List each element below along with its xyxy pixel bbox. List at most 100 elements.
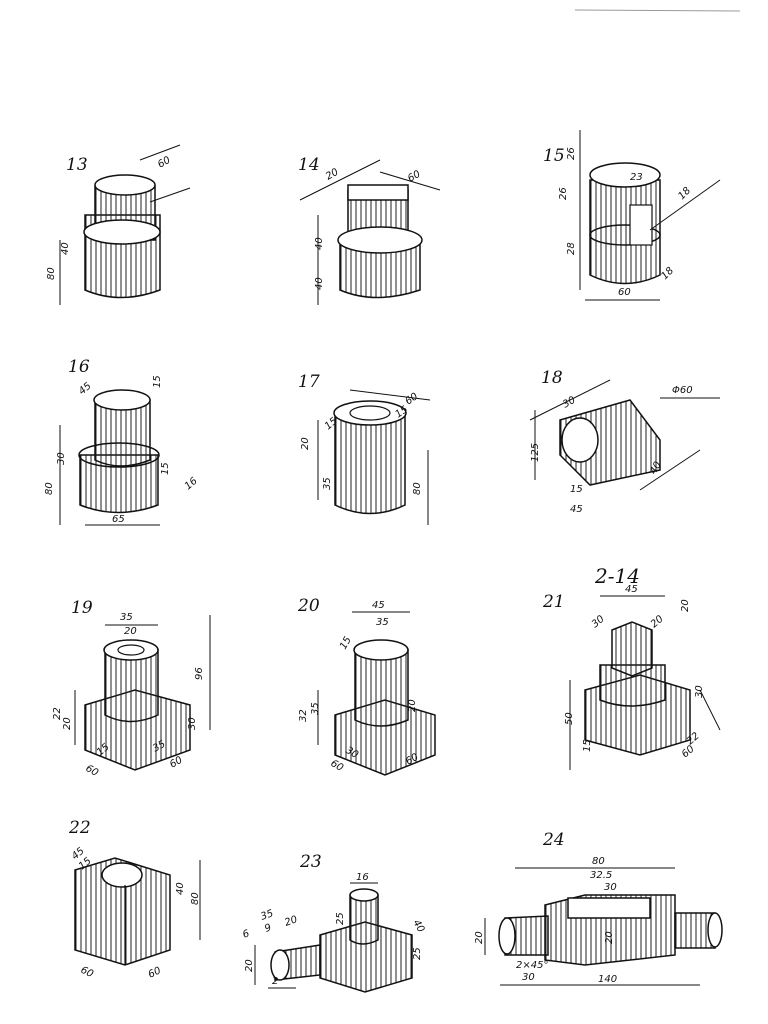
svg-text:25: 25: [412, 947, 423, 960]
svg-text:20: 20: [649, 614, 666, 631]
svg-text:16: 16: [183, 476, 200, 493]
svg-text:40: 40: [410, 918, 426, 935]
part-number-14: 14: [298, 155, 320, 175]
part-24-drawing: [484, 867, 723, 986]
svg-text:30: 30: [694, 685, 705, 698]
part-13-drawing: [59, 144, 191, 305]
svg-text:60: 60: [680, 744, 697, 761]
svg-text:2: 2: [272, 976, 278, 987]
handwritten-note: 2-14: [595, 564, 640, 588]
svg-text:60: 60: [156, 155, 173, 171]
svg-text:15: 15: [152, 375, 163, 388]
part-number-15: 15: [543, 146, 565, 166]
svg-text:30: 30: [56, 452, 67, 465]
part-15-drawing: [579, 130, 721, 301]
svg-text:125: 125: [530, 443, 541, 462]
svg-text:80: 80: [190, 892, 201, 905]
part-16-drawing: [59, 389, 160, 526]
part-22-dimensions: 45 15 40 80 60 60: [70, 846, 201, 981]
svg-text:25: 25: [335, 912, 346, 925]
svg-text:140: 140: [598, 974, 617, 985]
part-number-17: 17: [298, 372, 320, 392]
svg-text:26: 26: [558, 187, 569, 200]
part-number-24: 24: [543, 830, 565, 850]
part-number-16: 16: [68, 357, 90, 377]
svg-text:6: 6: [241, 928, 251, 941]
svg-text:26: 26: [566, 147, 577, 160]
svg-text:60: 60: [147, 965, 163, 980]
svg-text:15: 15: [160, 462, 171, 475]
svg-text:20: 20: [680, 599, 691, 612]
part-number-20: 20: [298, 596, 320, 616]
svg-text:23: 23: [630, 172, 643, 183]
svg-text:20: 20: [300, 437, 311, 450]
svg-text:20: 20: [124, 626, 137, 637]
part-22-drawing: [74, 857, 201, 966]
svg-text:60: 60: [79, 965, 95, 980]
part-14-drawing: [299, 159, 441, 305]
svg-text:32.5: 32.5: [590, 870, 612, 881]
part-number-23: 23: [300, 852, 322, 872]
svg-text:20: 20: [283, 914, 299, 929]
svg-text:2×45°: 2×45°: [516, 960, 548, 971]
svg-text:40: 40: [60, 242, 71, 255]
part-21-drawing: [569, 595, 721, 770]
svg-text:30: 30: [522, 972, 535, 983]
svg-text:35: 35: [322, 477, 333, 490]
svg-text:20: 20: [62, 717, 73, 730]
part-18-drawing: [529, 379, 720, 491]
part-23-dimensions: 16 35 6 9 20 25 40 20 25 2: [241, 872, 426, 987]
svg-text:60: 60: [329, 758, 346, 774]
svg-text:80: 80: [412, 482, 423, 495]
part-number-21: 21: [543, 592, 565, 612]
svg-text:60: 60: [618, 287, 631, 298]
svg-text:35: 35: [310, 702, 321, 715]
part-24-dimensions: 80 32.5 30 20 20 2×45° 30 140: [474, 856, 617, 985]
svg-text:45: 45: [77, 381, 94, 398]
svg-text:80: 80: [44, 482, 55, 495]
svg-text:40: 40: [314, 237, 325, 250]
svg-text:65: 65: [112, 514, 125, 525]
svg-text:15: 15: [338, 635, 354, 652]
svg-text:45: 45: [625, 584, 638, 595]
svg-text:40: 40: [314, 277, 325, 290]
svg-text:50: 50: [564, 712, 575, 725]
svg-text:20: 20: [244, 959, 255, 972]
svg-text:35: 35: [376, 617, 389, 628]
part-17-drawing: [317, 389, 431, 525]
svg-text:60: 60: [403, 391, 420, 407]
part-number-19: 19: [71, 598, 93, 618]
part-number-18: 18: [541, 368, 563, 388]
svg-text:80: 80: [592, 856, 605, 867]
svg-text:60: 60: [406, 169, 423, 185]
part-23-drawing: [254, 882, 413, 993]
svg-text:20: 20: [407, 699, 418, 712]
svg-text:45: 45: [570, 504, 583, 515]
svg-text:20: 20: [474, 931, 485, 944]
svg-text:30: 30: [590, 614, 607, 631]
svg-text:60: 60: [84, 763, 101, 779]
svg-text:30: 30: [604, 882, 617, 893]
svg-text:16: 16: [356, 872, 369, 883]
svg-text:18: 18: [676, 185, 693, 202]
svg-text:32: 32: [298, 709, 309, 722]
svg-text:15: 15: [582, 739, 593, 752]
svg-text:35: 35: [120, 612, 133, 623]
svg-text:96: 96: [194, 667, 205, 680]
svg-text:45: 45: [372, 600, 385, 611]
svg-text:28: 28: [566, 242, 577, 255]
svg-text:30: 30: [187, 717, 198, 730]
svg-text:18: 18: [659, 265, 676, 282]
svg-text:40: 40: [175, 882, 186, 895]
svg-text:9: 9: [263, 922, 273, 935]
part-number-22: 22: [69, 818, 91, 838]
svg-text:35: 35: [259, 908, 275, 923]
svg-text:15: 15: [570, 484, 583, 495]
svg-text:20: 20: [604, 931, 615, 944]
svg-text:80: 80: [46, 267, 57, 280]
part-number-13: 13: [66, 155, 88, 175]
part-19-drawing: [74, 615, 211, 771]
part-20-drawing: [317, 611, 436, 776]
svg-text:22: 22: [52, 707, 63, 720]
